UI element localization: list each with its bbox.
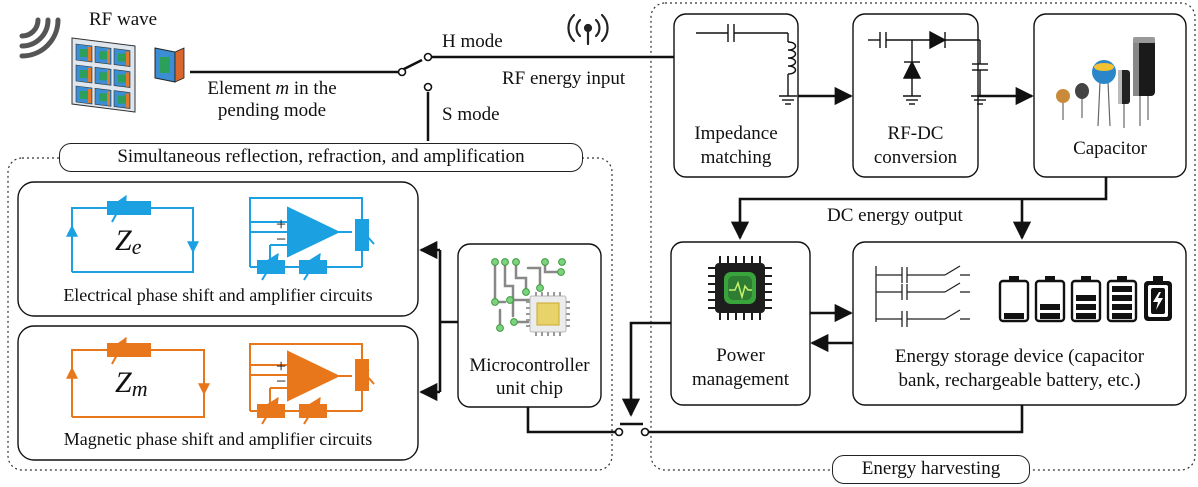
battery-level — [1106, 276, 1138, 323]
op-amp-minus-m: − — [276, 371, 287, 391]
magnetic-panel — [17, 325, 419, 461]
magnetic-caption: Magnetic phase shift and amplifier circu… — [63, 429, 373, 449]
capacitor-label: Capacitor — [1073, 138, 1147, 159]
s-mode-label: S mode — [442, 104, 500, 125]
trace-node — [557, 268, 565, 276]
op-amp-plus-m: + — [276, 356, 287, 376]
trace-node — [501, 258, 509, 266]
metasurface-cell — [75, 64, 93, 84]
metasurface-cell — [75, 85, 93, 105]
battery-charging — [1144, 276, 1172, 321]
metasurface-cell — [94, 66, 112, 86]
electrical-panel — [17, 181, 419, 317]
dc-output-connector — [730, 177, 1108, 240]
rf-energy-input-label: RF energy input — [502, 68, 626, 89]
ze-symbol: Ze — [115, 224, 142, 259]
battery-level — [1034, 276, 1066, 323]
metasurface-icon — [71, 37, 185, 113]
electrical-amplifier-circuit — [249, 197, 375, 281]
capacitor-component-icon — [1056, 37, 1155, 128]
storage-label: Energy storage device (capacitor bank, r… — [894, 346, 1145, 391]
chip-icon — [491, 258, 570, 336]
antenna-signal-icon — [567, 13, 609, 46]
amplification-group-border — [7, 157, 613, 471]
battery-icon — [998, 276, 1172, 323]
trace-node — [541, 258, 549, 266]
switch-terminal-left — [614, 427, 624, 437]
element-m-label: Element m in the pending mode — [207, 78, 337, 121]
electrical-caption: Electrical phase shift and amplifier cir… — [63, 285, 373, 305]
mcu-to-circuits-connector — [419, 240, 458, 402]
rf-wave-icon — [19, 17, 61, 59]
battery-level — [998, 276, 1030, 323]
energy-harvesting-label: Energy harvesting — [832, 455, 1030, 484]
magnetic-amplifier-circuit — [249, 343, 375, 425]
dc-output-label: DC energy output — [827, 205, 963, 226]
storage-box — [852, 241, 1187, 406]
trace-node — [506, 296, 514, 304]
metasurface-cell — [94, 45, 112, 65]
electrical-phase-circuit — [66, 194, 199, 273]
impedance-circuit-icon — [696, 24, 797, 105]
trace-node — [536, 284, 544, 292]
metasurface-cell — [75, 43, 93, 63]
trace-node — [510, 318, 518, 326]
capacitor-bank-icon — [875, 265, 970, 327]
processor-icon — [708, 256, 772, 320]
metasurface-cell — [113, 90, 131, 109]
simultaneous-label: Simultaneous reflection, refraction, and… — [59, 143, 583, 172]
op-amp-minus-e: − — [276, 229, 287, 249]
trace-node — [512, 258, 520, 266]
s-mode-terminal — [423, 82, 433, 92]
microcontroller-label: Microcontroller unit chip — [469, 355, 590, 399]
metasurface-cell — [113, 48, 131, 67]
trace-node — [496, 324, 504, 332]
impedance-label: Impedance matching — [694, 123, 778, 168]
zm-symbol: Zm — [115, 366, 148, 401]
mode-switch — [190, 55, 674, 141]
trace-node — [522, 288, 530, 296]
battery-level — [1070, 276, 1102, 323]
magnetic-phase-circuit — [66, 336, 210, 418]
op-amp-plus-e: + — [276, 214, 287, 234]
metasurface-cell — [113, 69, 131, 88]
metasurface-cell — [94, 87, 112, 107]
trace-node — [491, 258, 499, 266]
rfdc-label: RF-DC conversion — [873, 123, 958, 168]
power-management-label: Power management — [691, 345, 790, 390]
h-mode-label: H mode — [442, 31, 503, 52]
trace-node — [558, 258, 566, 266]
rf-wave-label: RF wave — [89, 9, 158, 30]
trace-node — [491, 298, 499, 306]
output-switch — [526, 321, 1024, 434]
h-mode-terminal — [423, 52, 433, 62]
switch-pivot — [397, 67, 407, 77]
switch-terminal-right — [640, 427, 650, 437]
